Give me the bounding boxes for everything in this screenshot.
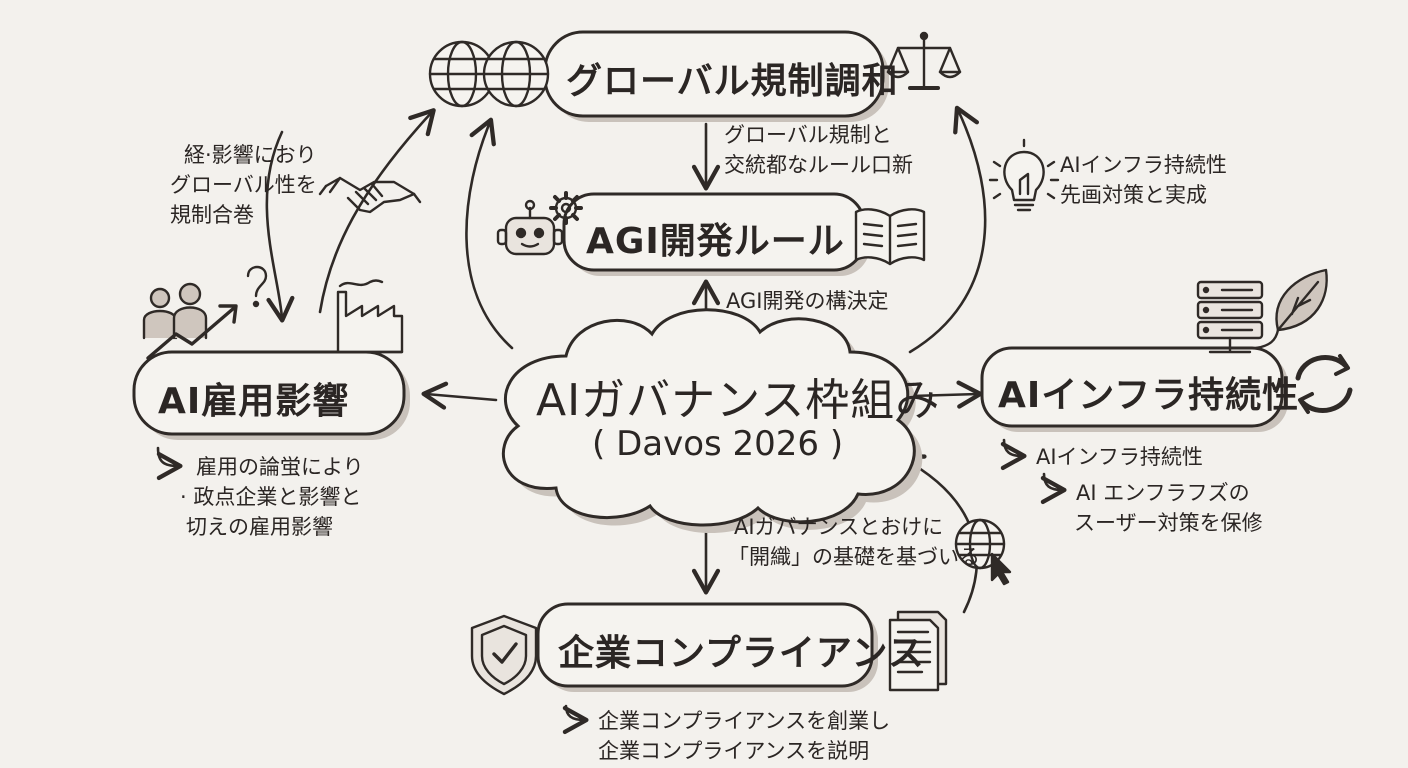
center-cloud: [501, 308, 923, 534]
rising-arrow-icon: [146, 304, 238, 360]
edge-label-global-to-agi: グローバル規制と 交統都なルール口新: [724, 123, 913, 177]
node-title-infra: AIインフラ持続性: [998, 375, 1300, 416]
arrow-center-to-employment: [421, 381, 498, 410]
edge-label-employment-to-global: 経·影響におり グローバル性を 規制合巻: [170, 143, 317, 227]
document-icon: [888, 610, 948, 692]
note-compliance: 企業コンプライアンスを創業し 企業コンプライアンスを説明: [598, 709, 891, 763]
note-employment: 雇用の論蛍により · 政点企業と影響と 切えの雇用影響: [180, 455, 364, 539]
factory-icon: [336, 279, 404, 354]
robot-icon: [496, 199, 564, 256]
note-infra-1: AIインフラ持続性: [1036, 445, 1203, 469]
note-infra-2: AI エンフラフズの: [1076, 481, 1250, 505]
arrow-center-to-global-right: [908, 105, 987, 354]
handshake-icon: [318, 176, 422, 214]
node-title-agi: AGI開発ルール: [586, 221, 845, 262]
hook-infra-note-2: [1040, 472, 1067, 505]
server-icon: [1196, 280, 1264, 354]
cycle-arrows-icon: [1295, 354, 1353, 414]
node-title-compliance: 企業コンプライアンス: [558, 633, 925, 674]
arrow-to-employment-sideline: [265, 130, 295, 323]
node-title-global: グローバル規制調和: [566, 61, 899, 102]
box-compliance: [536, 602, 878, 692]
globe-icon: [482, 40, 550, 108]
edge-label-center-to-compliance: AIガバナンスとおけに 「開織」の基礎を基づいる: [728, 515, 980, 569]
globe-cursor-icon: [954, 518, 1012, 586]
arrow-center-to-global-left: [465, 117, 514, 350]
hook-infra-note-1: [1000, 438, 1027, 471]
leaf-icon: [1254, 268, 1328, 350]
book-icon: [854, 208, 926, 266]
center-subtitle: ( Davos 2026 ): [592, 424, 844, 464]
center-title: AIガバナンス枠組み: [536, 375, 941, 426]
edge-label-center-to-agi: AGI開発の構決定: [726, 289, 889, 313]
hook-compliance-note: [562, 704, 589, 735]
box-agi: [562, 192, 870, 276]
hook-employment-note: [156, 446, 183, 481]
edge-label-infra-to-global: AIインフラ持続性 先画対策と実成: [1060, 153, 1227, 207]
arrow-center-to-infra: [910, 380, 983, 409]
box-employment: [132, 350, 410, 440]
gear-icon: [549, 191, 583, 225]
note-infra-3: スーザー対策を保修: [1074, 511, 1263, 535]
scales-icon: [886, 31, 962, 90]
node-title-employment: AI雇用影響: [158, 381, 350, 422]
shield-check-icon: [470, 614, 538, 696]
arrow-employment-to-global: [318, 108, 436, 314]
people-icon: [142, 282, 208, 340]
lightbulb-icon: [988, 138, 1060, 212]
question-icon: [246, 265, 268, 308]
box-infra: [980, 346, 1288, 432]
